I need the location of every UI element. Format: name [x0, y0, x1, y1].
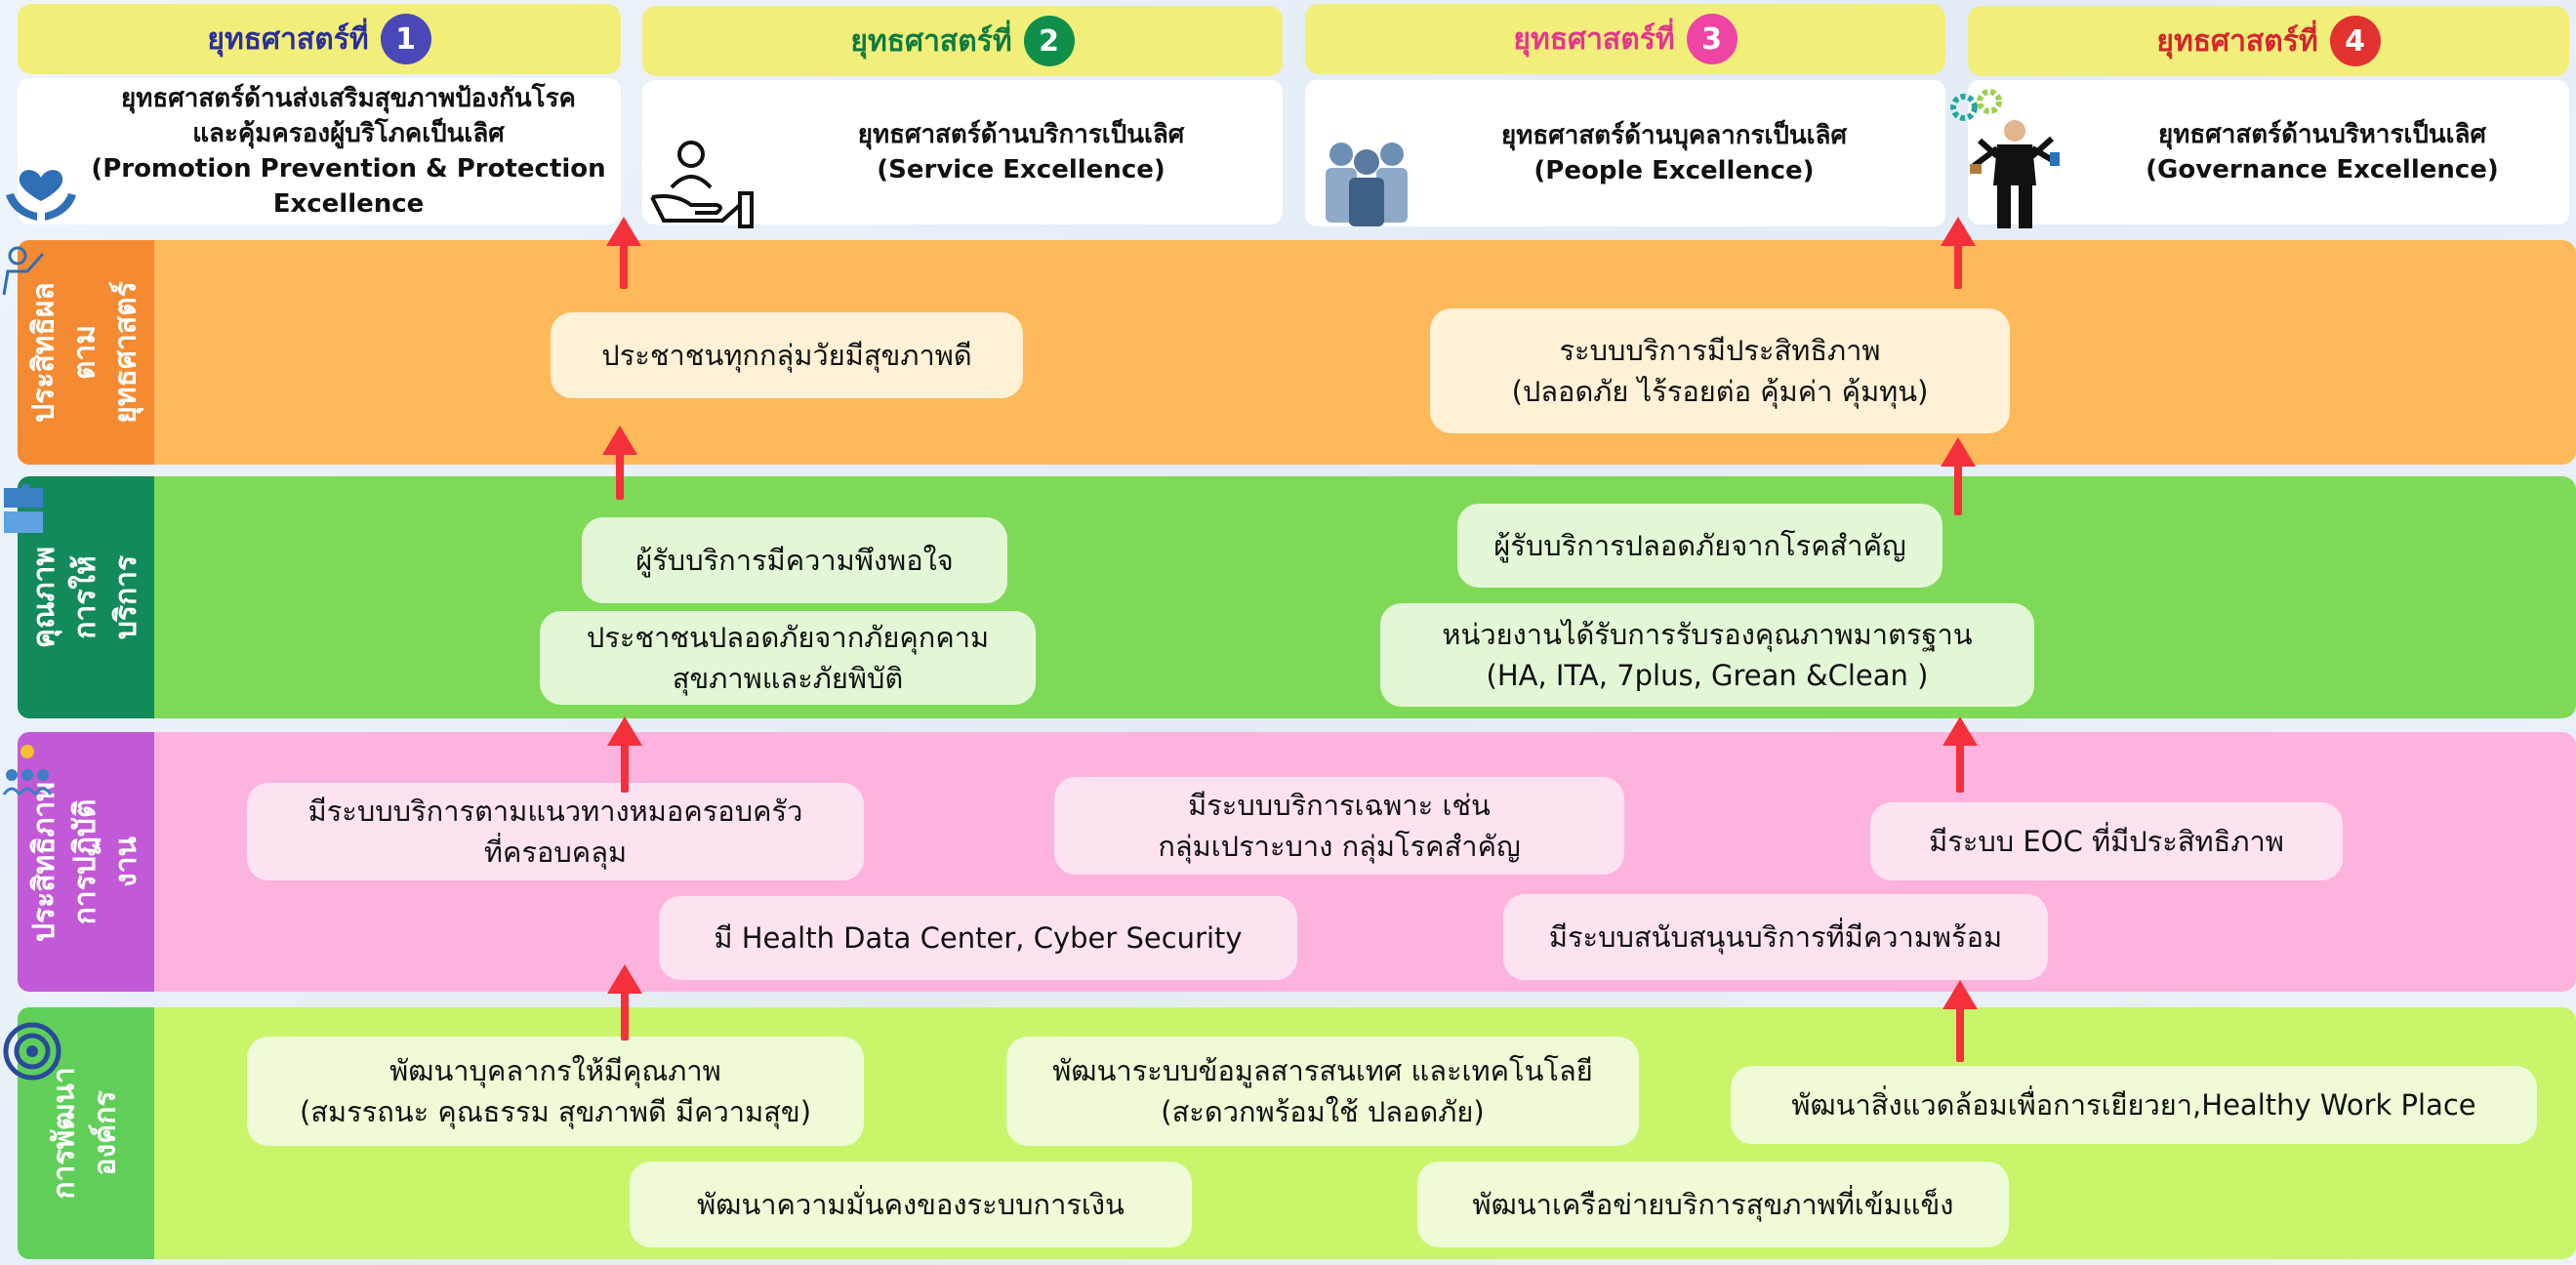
dev-box-it-system: พัฒนาระบบข้อมูลสารสนเทศ และเทคโนโลยี (สะ… — [1006, 1037, 1639, 1146]
strategy-2-title: ยุทธศาสตร์ด้านบริการเป็นเลิศ (Service Ex… — [642, 80, 1283, 224]
arrow-up — [1941, 217, 1976, 289]
service-hand-icon — [650, 141, 754, 228]
arrow-up — [1942, 716, 1978, 793]
strategy-1-number: 1 — [380, 14, 431, 64]
dev-box-network: พัฒนาเครือข่ายบริการสุขภาพที่เข้มแข็ง — [1417, 1162, 2009, 1247]
efficiency-box-family-doctor: มีระบบบริการตามแนวทางหมอครอบครัว ที่ครอบ… — [247, 783, 864, 880]
puzzle-icon — [4, 483, 43, 533]
dev-box-finance: พัฒนาความมั่นคงของระบบการเงิน — [630, 1162, 1192, 1247]
outcome-box-efficient-service: ระบบบริการมีประสิทธิภาพ (ปลอดภัย ไร้รอยต… — [1430, 308, 2010, 433]
band-strategic-outcome — [18, 240, 2576, 465]
strategy-4-header: ยุทธศาสตร์ที่ 4 — [1968, 6, 2569, 76]
strategy-3: ยุทธศาสตร์ที่ 3 ยุทธศาสตร์ด้านบุคลากรเป็… — [1305, 4, 1945, 226]
strategy-2-number: 2 — [1023, 16, 1075, 66]
target-icon — [3, 1022, 61, 1081]
arrow-up — [607, 964, 642, 1041]
outcome-box-healthy-citizens: ประชาชนทุกกลุ่มวัยมีสุขภาพดี — [551, 312, 1023, 398]
quality-box-safe-from-disease: ผู้รับบริการปลอดภัยจากโรคสำคัญ — [1457, 504, 1942, 588]
quality-box-satisfaction: ผู้รับบริการมีความพึงพอใจ — [582, 517, 1007, 603]
band-organization-development-label: การพัฒนา องค์กร — [18, 1007, 154, 1259]
band-strategic-outcome-label: ประสิทธิผล ตามยุทธศาสตร์ — [18, 240, 154, 465]
team-lightbulb-icon — [2, 745, 53, 796]
strategy-2-header: ยุทธศาสตร์ที่ 2 — [642, 6, 1283, 76]
quality-box-safety-from-threats: ประชาชนปลอดภัยจากภัยคุกคาม สุขภาพและภัยพ… — [540, 611, 1036, 705]
businessman-icon — [1970, 120, 2060, 228]
strategy-4-number: 4 — [2329, 16, 2381, 66]
efficiency-box-health-data: มี Health Data Center, Cyber Security — [659, 896, 1297, 980]
efficiency-box-eoc: มีระบบ EOC ที่มีประสิทธิภาพ — [1870, 802, 2343, 880]
strategy-4-title: ยุทธศาสตร์ด้านบริหารเป็นเลิศ (Governance… — [1968, 80, 2569, 224]
arrow-up — [602, 426, 637, 500]
arrow-up — [1942, 980, 1978, 1062]
strategy-1-header: ยุทธศาสตร์ที่ 1 — [18, 4, 621, 74]
strategy-3-header: ยุทธศาสตร์ที่ 3 — [1305, 4, 1945, 74]
band-service-quality — [18, 476, 2576, 718]
efficiency-box-special-service: มีระบบบริการเฉพาะ เช่น กลุ่มเปราะบาง กลุ… — [1054, 777, 1624, 875]
strategy-1: ยุทธศาสตร์ที่ 1 ยุทธศาสตร์ด้านส่งเสริมสุ… — [18, 4, 621, 224]
heart-hands-icon — [6, 170, 76, 221]
dev-box-personnel: พัฒนาบุคลากรให้มีคุณภาพ (สมรรถนะ คุณธรรม… — [247, 1037, 864, 1146]
dev-box-workplace: พัฒนาสิ่งแวดล้อมเพื่อการเยียวยา,Healthy … — [1731, 1066, 2537, 1144]
strategy-1-title: ยุทธศาสตร์ด้านส่งเสริมสุขภาพป้องกันโรค แ… — [18, 78, 621, 224]
arrow-up — [1941, 437, 1976, 515]
quality-box-accreditation: หน่วยงานได้รับการรับรองคุณภาพมาตรฐาน (HA… — [1380, 603, 2034, 707]
arrow-up — [606, 217, 641, 289]
person-chart-icon — [2, 246, 45, 296]
arrow-up — [607, 716, 642, 793]
strategy-4: ยุทธศาสตร์ที่ 4 ยุทธศาสตร์ด้านบริหารเป็น… — [1968, 6, 2569, 224]
strategy-3-number: 3 — [1686, 14, 1738, 64]
people-group-icon — [1326, 143, 1408, 226]
strategy-3-title: ยุทธศาสตร์ด้านบุคลากรเป็นเลิศ (People Ex… — [1305, 80, 1945, 226]
strategy-2: ยุทธศาสตร์ที่ 2 ยุทธศาสตร์ด้านบริการเป็น… — [642, 6, 1283, 224]
efficiency-box-support: มีระบบสนับสนุนบริการที่มีความพร้อม — [1503, 894, 2048, 980]
gears-icon — [1950, 89, 2002, 121]
